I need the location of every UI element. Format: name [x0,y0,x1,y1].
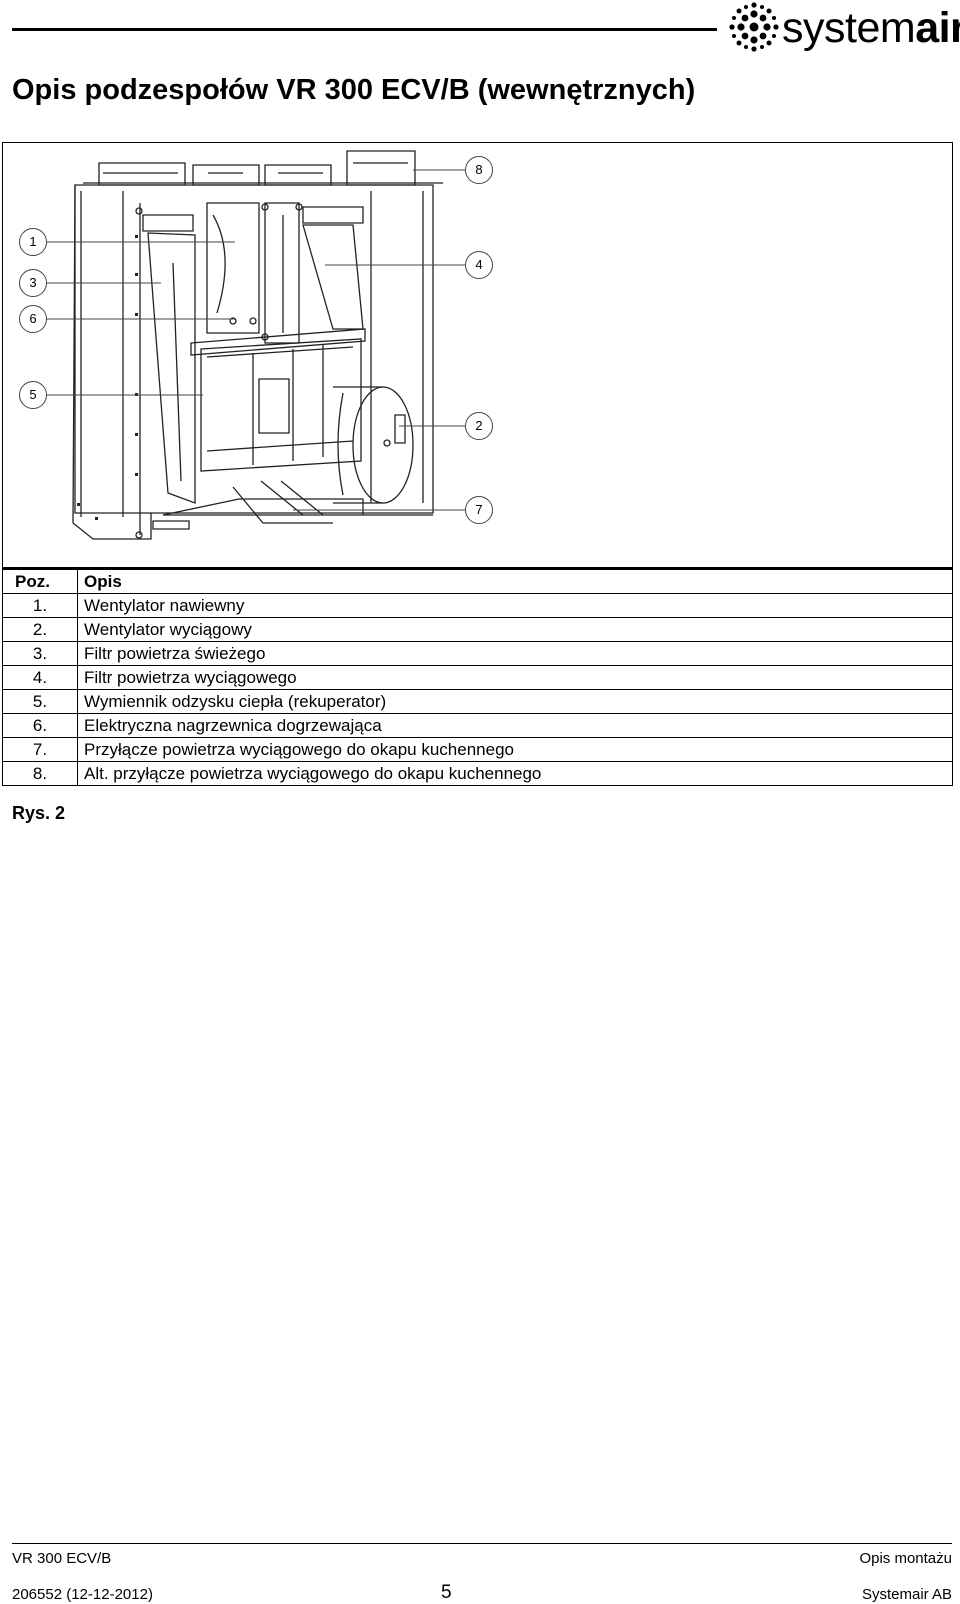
callout-1: 1 [19,228,47,256]
footer-section: Opis montażu [859,1550,952,1567]
callout-4: 4 [465,251,493,279]
row-opis: Wentylator nawiewny [77,593,953,618]
header-rule [12,28,717,31]
callout-2: 2 [465,412,493,440]
systemair-dot-logo-icon [729,2,779,52]
callout-6: 6 [19,305,47,333]
table-row: 8. Alt. przyłącze powietrza wyciągowego … [2,761,953,786]
page-number: 5 [441,1582,452,1603]
table-row: 4. Filtr powietrza wyciągowego [2,665,953,690]
row-opis: Filtr powietrza wyciągowego [77,665,953,690]
row-opis: Wentylator wyciągowy [77,617,953,642]
logo-wordmark: systemair [782,4,960,52]
header-poz: Poz. [2,568,78,594]
table-row: 5. Wymiennik odzysku ciepła (rekuperator… [2,689,953,714]
row-opis: Wymiennik odzysku ciepła (rekuperator) [77,689,953,714]
table-row: 7. Przyłącze powietrza wyciągowego do ok… [2,737,953,762]
row-opis: Alt. przyłącze powietrza wyciągowego do … [77,761,953,786]
header-opis: Opis [77,568,953,594]
parts-table: Poz. Opis 1. Wentylator nawiewny 2. Went… [2,568,953,786]
row-opis: Filtr powietrza świeżego [77,641,953,666]
row-opis: Przyłącze powietrza wyciągowego do okapu… [77,737,953,762]
callout-3: 3 [19,269,47,297]
footer-company: Systemair AB [861,1586,952,1603]
table-header-row: Poz. Opis [2,568,953,594]
row-poz: 8. [2,761,78,786]
logo-text-bold: air [915,4,960,52]
callout-7: 7 [465,496,493,524]
row-poz: 7. [2,737,78,762]
callout-8: 8 [465,156,493,184]
row-opis: Elektryczna nagrzewnica dogrzewająca [77,713,953,738]
table-row: 1. Wentylator nawiewny [2,593,953,618]
callout-5: 5 [19,381,47,409]
figure-caption: Rys. 2 [12,803,66,823]
unit-figure: 1 3 6 5 8 4 2 7 [2,142,953,568]
table-row: 2. Wentylator wyciągowy [2,617,953,642]
row-poz: 4. [2,665,78,690]
logo-text-light: system [782,4,916,52]
footer-rule [12,1543,952,1544]
systemair-logo [728,2,960,52]
table-row: 6. Elektryczna nagrzewnica dogrzewająca [2,713,953,738]
footer-model: VR 300 ECV/B [12,1550,112,1567]
page-title: Opis podzespołów VR 300 ECV/B (wewnętrzn… [12,74,696,106]
row-poz: 2. [2,617,78,642]
table-row: 3. Filtr powietrza świeżego [2,641,953,666]
row-poz: 5. [2,689,78,714]
footer-doc-number: 206552 (12-12-2012) [12,1586,153,1603]
row-poz: 1. [2,593,78,618]
row-poz: 3. [2,641,78,666]
row-poz: 6. [2,713,78,738]
ventilation-unit-drawing [47,150,465,540]
